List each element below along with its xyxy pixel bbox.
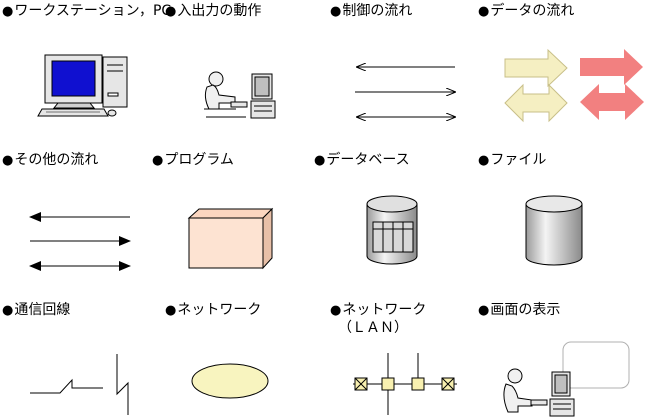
lan-bus-icon (353, 353, 457, 415)
label-screen-display: ●画面の表示 (478, 302, 561, 318)
operator-at-pc-icon (204, 71, 276, 119)
mouse (107, 109, 117, 117)
pc-screen (51, 60, 96, 97)
label-comm-line: ●通信回線 (2, 302, 71, 318)
operator-screen-display-icon (503, 341, 630, 417)
file-cylinder-icon (525, 195, 583, 266)
label-lan-note: （ＬＡＮ） (338, 320, 408, 336)
program-box-icon (187, 207, 274, 270)
label-workstation: ●ワークステーション，PC (2, 3, 172, 19)
label-network-lan: ●ネットワーク (330, 302, 427, 318)
database-cylinder-icon (366, 195, 418, 265)
label-io-operation: ●入出力の動作 (165, 3, 262, 19)
control-flow-arrows-icon (355, 67, 455, 117)
label-other-flow: ●その他の流れ (2, 152, 99, 168)
network-ellipse-icon (191, 363, 269, 399)
label-data-flow: ●データの流れ (478, 3, 575, 19)
data-flow-arrows-icon (504, 48, 644, 123)
workstation-icon (37, 54, 128, 117)
screen-display-bubble (562, 341, 630, 389)
keyboard (37, 108, 109, 117)
label-database: ●データベース (314, 152, 410, 168)
other-flow-arrows-icon (29, 212, 131, 271)
label-control-flow: ●制御の流れ (330, 3, 413, 19)
label-file: ●ファイル (478, 152, 547, 168)
label-network: ●ネットワーク (165, 302, 262, 318)
label-program: ●プログラム (152, 152, 234, 168)
communication-line-icon (30, 354, 129, 415)
